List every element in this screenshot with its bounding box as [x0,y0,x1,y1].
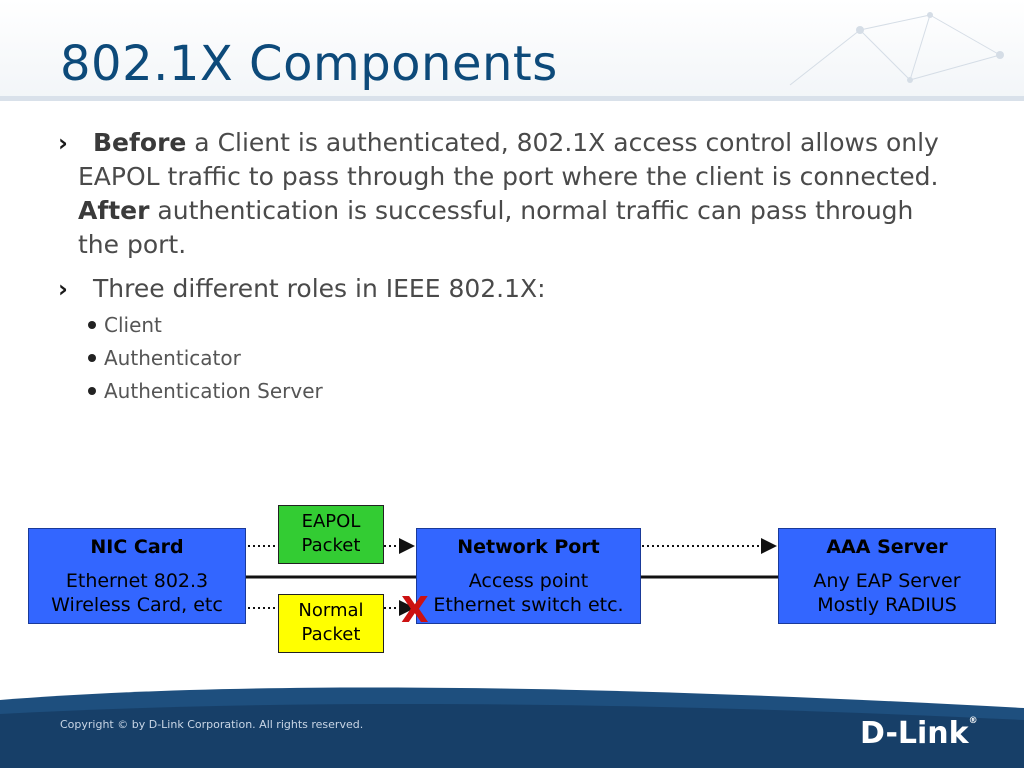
bullet-2-text: Three different roles in IEEE 802.1X: [93,274,546,303]
network-port-line2: Ethernet switch etc. [433,594,624,616]
normal-packet-line1: Normal [298,600,364,621]
nic-card-box: NIC Card Ethernet 802.3 Wireless Card, e… [28,528,246,624]
header-rule [0,96,1024,101]
network-port-box: Network Port Access point Ethernet switc… [416,528,641,624]
bullet-1-text-1: a Client is authenticated, 802.1X access… [78,128,939,191]
slide-title: 802.1X Components [60,36,558,92]
role-item: Authentication Server [88,379,323,403]
eapol-packet: EAPOL Packet [278,505,384,564]
network-port-title: Network Port [457,536,600,558]
bullet-dot-icon [88,320,96,329]
blocked-x-icon: X [401,590,429,631]
eapol-packet-line2: Packet [301,535,361,556]
aaa-server-title: AAA Server [826,536,948,558]
bullet-1-mid-bold: After [78,196,150,225]
bullet-dot-icon [88,386,96,395]
role-item: Client [88,313,162,337]
header-band [0,0,1024,100]
role-label: Client [104,313,162,337]
normal-packet-line2: Packet [301,624,361,645]
aaa-server-line1: Any EAP Server [813,570,961,592]
registered-mark: ® [968,716,978,726]
role-item: Authenticator [88,346,241,370]
bullet-dot-icon [88,353,96,362]
bullet-1: › Before a Client is authenticated, 802.… [58,126,958,262]
chevron-right-icon: › [58,275,68,303]
nic-card-line2: Wireless Card, etc [51,594,223,616]
bullet-1-lead-bold: Before [93,128,187,157]
copyright-text: Copyright © by D-Link Corporation. All r… [60,718,364,731]
eapol-packet-line1: EAPOL [301,511,361,532]
bullet-2: › Three different roles in IEEE 802.1X: [58,272,958,306]
dlink-logo-text: D-Link [860,716,969,751]
bullet-1-text-2: authentication is successful, normal tra… [78,196,914,259]
aaa-server-box: AAA Server Any EAP Server Mostly RADIUS [778,528,996,624]
aaa-server-line2: Mostly RADIUS [817,594,957,616]
bullet-1-text: Before a Client is authenticated, 802.1X… [78,126,958,262]
network-port-line1: Access point [468,570,589,592]
dlink-logo: D-Link® [860,716,978,751]
role-label: Authenticator [104,346,241,370]
role-label: Authentication Server [104,379,323,403]
nic-card-title: NIC Card [90,536,184,558]
nic-card-line1: Ethernet 802.3 [65,570,209,592]
normal-packet: Normal Packet [278,594,384,653]
network-decoration [789,12,1004,86]
chevron-right-icon: › [58,129,68,157]
footer-wave [0,687,1024,768]
